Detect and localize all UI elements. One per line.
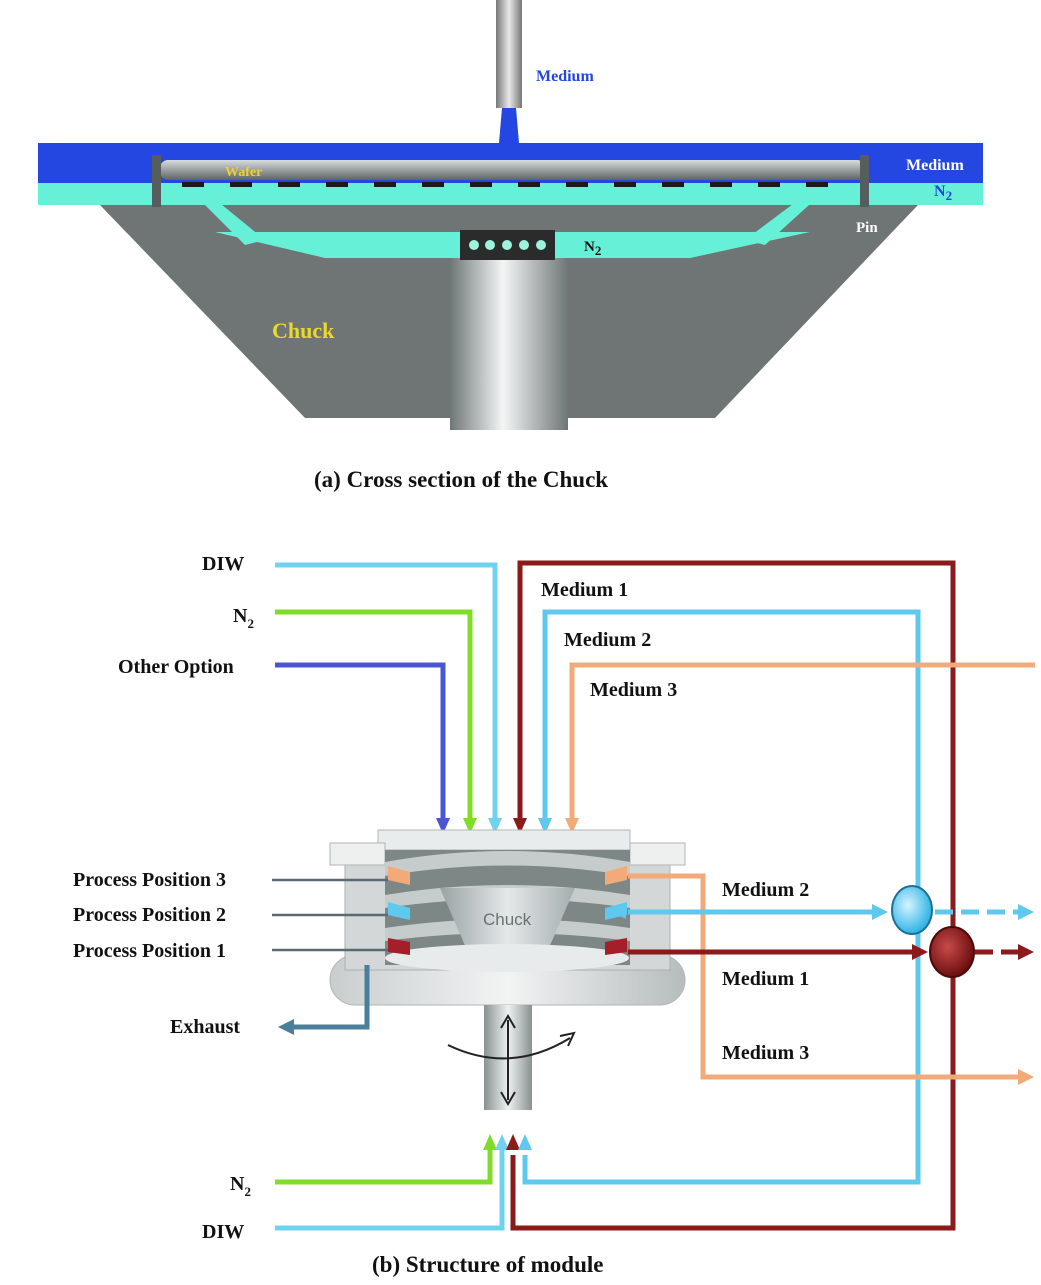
line-n2-top	[275, 609, 473, 820]
label-medium1-out: Medium 1	[722, 968, 809, 990]
pin-label: Pin	[856, 220, 878, 236]
label-medium2-out: Medium 2	[722, 879, 809, 901]
nozzle-spread	[488, 143, 530, 160]
label-n2-bottom: N2	[230, 1173, 251, 1199]
pin-right	[860, 155, 869, 207]
line-n2-bottom	[275, 1148, 493, 1185]
label-position-3: Process Position 3	[73, 869, 226, 891]
label-medium3-in: Medium 3	[590, 679, 677, 701]
valve-medium1	[929, 926, 975, 978]
output-lines	[628, 873, 1020, 1080]
chamber-right-cap	[629, 842, 686, 866]
label-exhaust: Exhaust	[170, 1016, 240, 1038]
process-chamber: Chuck	[329, 829, 686, 1006]
line-diw-bottom	[275, 1148, 505, 1231]
n2-layer-label: N2	[934, 183, 952, 203]
n2-layer	[38, 183, 983, 205]
shaft-arrows	[447, 1014, 576, 1106]
n2-inlet-holes	[469, 240, 546, 250]
label-position-1: Process Position 1	[73, 940, 226, 962]
caption-a: (a) Cross section of the Chuck	[314, 467, 608, 492]
port-left-1	[388, 938, 410, 955]
medium-layer-label: Medium	[906, 157, 964, 174]
label-medium3-out: Medium 3	[722, 1042, 809, 1064]
label-n2-top: N2	[233, 605, 254, 631]
port-right-1	[605, 938, 627, 955]
wafer-dashes	[182, 182, 828, 187]
label-medium1-in: Medium 1	[541, 579, 628, 601]
n2-inlet-label: N2	[584, 239, 601, 258]
port-left-2	[388, 902, 410, 920]
chamber-floor	[385, 944, 629, 972]
caption-b: (b) Structure of module	[372, 1252, 603, 1277]
line-medium3-top	[569, 662, 1035, 820]
lower-input-lines	[275, 1148, 505, 1231]
exhaust-line	[292, 965, 370, 1030]
lower-arrowheads	[483, 1134, 532, 1150]
pin-left	[152, 155, 161, 207]
valve-medium2	[891, 885, 933, 935]
label-diw-bottom: DIW	[202, 1221, 244, 1243]
line-medium1-top	[510, 560, 956, 1231]
cross-section: Medium Medium N2 Wafer Pin N2 Chuck (a) …	[38, 0, 983, 492]
out-medium3	[628, 873, 1020, 1080]
port-right-3	[605, 866, 627, 885]
output-arrowheads	[612, 904, 1034, 1085]
chuck-shaft	[450, 258, 568, 430]
label-diw-top: DIW	[202, 553, 244, 575]
chuck-label: Chuck	[272, 318, 335, 343]
nozzle	[496, 0, 522, 108]
module-structure: Chuck	[73, 553, 1035, 1277]
chuck-cone	[440, 888, 575, 950]
n2-diag-right	[745, 195, 820, 245]
label-medium2-in: Medium 2	[564, 629, 651, 651]
chuck-module-label: Chuck	[483, 910, 532, 929]
port-left-3	[388, 866, 410, 885]
wafer	[160, 160, 865, 180]
chamber-rim	[377, 829, 631, 851]
line-other	[275, 662, 446, 820]
wafer-label: Wafer	[225, 165, 262, 180]
line-diw-top	[275, 562, 498, 820]
nozzle-stream	[499, 108, 519, 143]
level-3	[385, 851, 630, 876]
label-position-2: Process Position 2	[73, 904, 226, 926]
n2-diag-left	[195, 195, 265, 245]
input-arrowheads	[436, 818, 579, 834]
chamber-left-cap	[329, 842, 386, 866]
nozzle-medium-label: Medium	[536, 68, 594, 85]
position-leaders	[272, 878, 388, 952]
exhaust-arrowhead	[278, 1019, 294, 1035]
label-other-option: Other Option	[118, 656, 234, 678]
